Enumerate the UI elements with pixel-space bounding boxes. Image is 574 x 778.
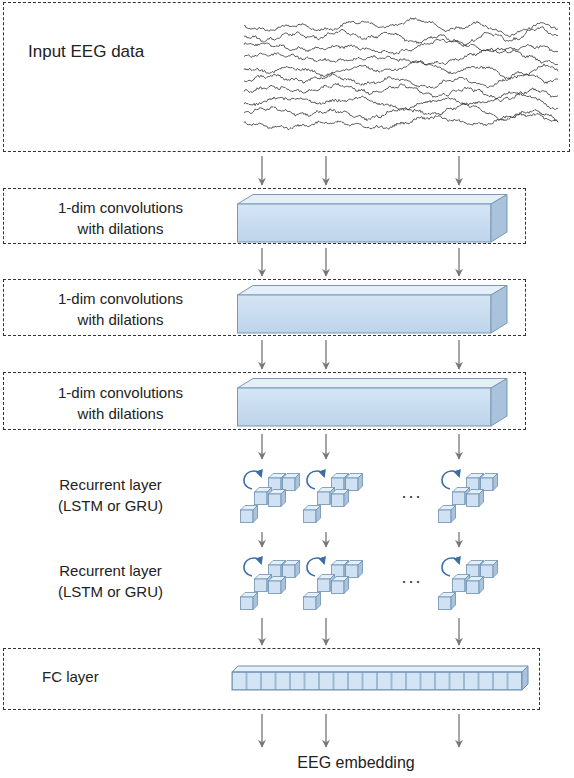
recurrent-cells [304,471,363,523]
recurrent-cells [304,558,363,610]
conv-slab [238,379,508,427]
layer-label: Recurrent layer (LSTM or GRU) [43,560,178,602]
eeg-traces [244,18,558,130]
layer-label: 1-dim convolutions with dilations [48,288,193,330]
ellipsis-label: ... [392,567,432,588]
ellipsis-label: ... [392,482,432,503]
fc-layer-box: FC layer [3,648,540,710]
flow-arrow [261,618,263,645]
flow-arrow [325,248,327,276]
flow-arrow [325,340,327,369]
flow-arrow [458,340,460,369]
layer-label: FC layer [42,666,162,687]
flow-arrow [458,618,460,645]
recurrent-cells [439,471,498,523]
flow-arrow [325,434,327,459]
recurrent-cells [241,558,300,610]
recurrent-layer: Recurrent layer (LSTM or GRU) [3,462,526,528]
flow-arrow [261,248,263,276]
layer-label: Recurrent layer (LSTM or GRU) [43,474,178,516]
conv-layer-box: 1-dim convolutions with dilations [3,188,526,244]
flow-arrow [458,248,460,276]
flow-arrow [325,156,327,185]
conv-slab [238,195,508,243]
eeg-trace [244,48,558,65]
flow-arrow [325,714,327,747]
layer-label: 1-dim convolutions with dilations [48,197,193,239]
flow-arrow [261,434,263,459]
eeg-trace [244,71,558,88]
eeg-trace [244,27,558,47]
recurrent-cells [439,558,498,610]
eeg-trace [244,113,558,129]
flow-arrow [458,714,460,747]
conv-slab [238,286,508,334]
conv-layer-box: 1-dim convolutions with dilations [3,372,526,430]
layer-label: EEG embedding [256,752,456,773]
flow-arrow [261,340,263,369]
conv-layer-box: 1-dim convolutions with dilations [3,279,526,336]
eeg-trace [244,103,558,122]
input-box: Input EEG data [3,2,570,152]
flow-arrow [458,532,460,547]
flow-arrow [325,618,327,645]
flow-arrow [458,156,460,185]
flow-arrow [261,156,263,185]
layer-label: 1-dim convolutions with dilations [48,382,193,424]
layer-label: Input EEG data [28,41,228,62]
recurrent-layer: Recurrent layer (LSTM or GRU) [3,550,526,614]
flow-arrow [325,532,327,547]
flow-arrow [458,434,460,459]
flow-arrow [261,532,263,547]
recurrent-cells [241,471,300,523]
eeg-trace [244,18,558,37]
output-label: EEG embedding [256,750,456,776]
eeg-trace [244,92,558,111]
fc-bar [232,666,528,690]
flow-arrow [261,714,263,747]
